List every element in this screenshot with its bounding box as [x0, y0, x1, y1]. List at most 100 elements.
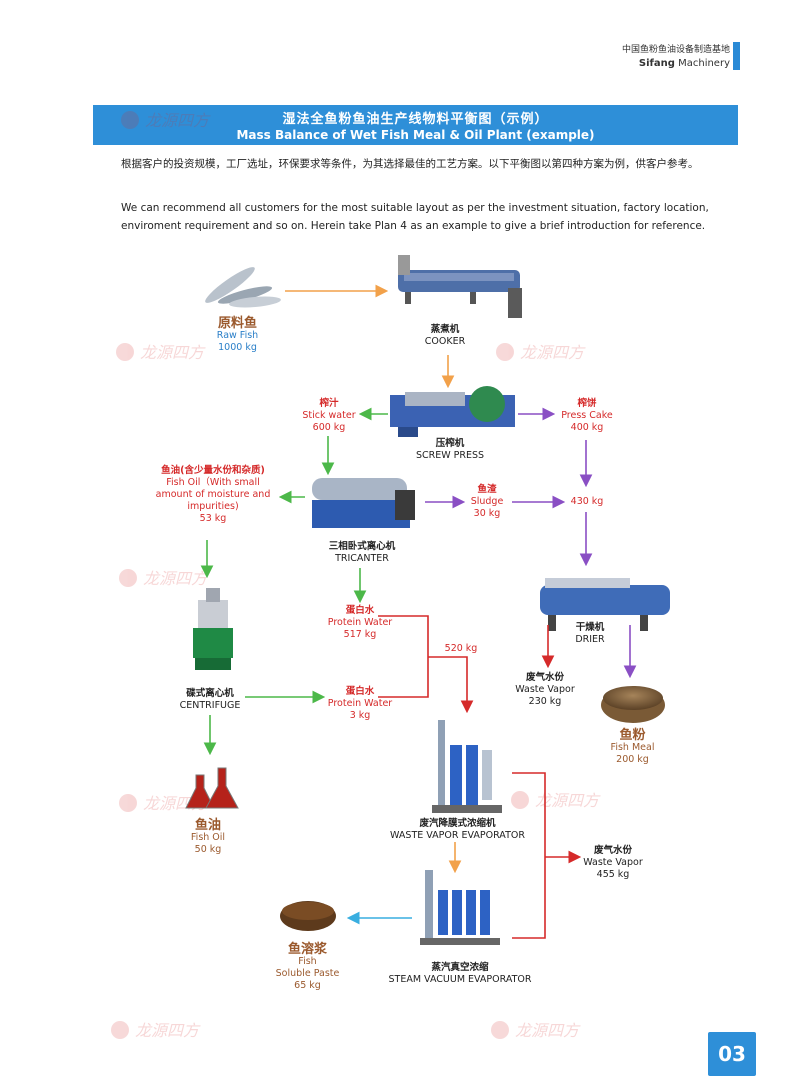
title-en: Mass Balance of Wet Fish Meal & Oil Plan… [236, 128, 595, 142]
watermark-text-2: 龙源四方 [140, 343, 206, 362]
fish-oil-crude-label: 鱼油(含少量水份和杂质) Fish Oil（With small amount … [148, 465, 278, 525]
stick-water-en: Stick water [302, 410, 356, 421]
stick-water-label: 榨汁 Stick water 600 kg [298, 398, 360, 434]
fish-meal-bowl-image [601, 686, 665, 723]
watermark-text-7: 龙源四方 [135, 1021, 201, 1040]
raw-fish-en: Raw Fish [216, 330, 259, 341]
tricanter-en: TRICANTER [335, 553, 389, 564]
arrow-520-to-evaporator [428, 656, 474, 714]
drier-cn: 干燥机 [575, 622, 605, 633]
waste-vapor-1-qty: 230 kg [528, 696, 562, 707]
protein-water-2-en: Protein Water [327, 698, 393, 709]
centrifuge-cn: 碟式离心机 [186, 688, 234, 699]
fish-oil-flasks-image [185, 767, 239, 809]
watermark-3: 龙源四方 [496, 343, 586, 362]
waste-vapor-2-label: 废气水份 Waste Vapor 455 kg [578, 845, 648, 881]
screw-press-image [390, 386, 515, 437]
centrifuge-en: CENTRIFUGE [179, 700, 241, 711]
stick-water-cn: 榨汁 [319, 398, 339, 409]
fish-oil-en: Fish Oil [190, 832, 226, 843]
cooker-en: COOKER [424, 336, 466, 347]
tricanter-cn: 三相卧式离心机 [328, 541, 396, 552]
waste-vapor-1-cn: 废气水份 [525, 672, 564, 683]
soluble-paste-en2: Soluble Paste [275, 968, 340, 979]
cooker-label: 蒸煮机 COOKER [405, 324, 485, 348]
evaporator-1-en: WASTE VAPOR EVAPORATOR [390, 830, 525, 841]
fish-meal-label: 鱼粉 Fish Meal 200 kg [600, 728, 665, 766]
press-cake-en: Press Cake [561, 410, 613, 421]
sum-520-label: 520 kg [444, 643, 478, 654]
waste-vapor-evaporator-image [432, 720, 502, 813]
protein-water-1-en: Protein Water [327, 617, 393, 628]
sludge-cn: 鱼渣 [477, 484, 497, 495]
fish-oil-crude-en3: impurities) [187, 501, 239, 512]
protein-water-1-qty: 517 kg [343, 629, 377, 640]
drier-label: 干燥机 DRIER [560, 622, 620, 646]
soluble-paste-qty: 65 kg [294, 980, 321, 991]
watermark-text-4: 龙源四方 [143, 569, 209, 588]
sludge-qty: 30 kg [473, 508, 501, 519]
intro-cn: 根据客户的投资规模，工厂选址，环保要求等条件，为其选择最佳的工艺方案。以下平衡图… [121, 158, 699, 170]
watermark-logos: 龙源四方 龙源四方 龙源四方 龙源四方 龙源四方 龙源四方 龙源四方 龙源四方 [111, 111, 601, 1040]
fish-oil-label: 鱼油 Fish Oil 50 kg [178, 818, 238, 856]
fish-meal-cn: 鱼粉 [619, 728, 646, 743]
sludge-label: 鱼渣 Sludge 30 kg [462, 484, 512, 520]
fish-oil-qty: 50 kg [194, 844, 222, 855]
fish-meal-qty: 200 kg [616, 754, 649, 765]
fish-oil-cn: 鱼油 [194, 818, 221, 833]
steam-vacuum-evaporator-label: 蒸汽真空浓缩 STEAM VACUUM EVAPORATOR [380, 962, 540, 986]
cooker-cn: 蒸煮机 [430, 324, 460, 335]
intro-en: We can recommend all customers for the m… [121, 202, 709, 232]
soluble-paste-label: 鱼溶浆 Fish Soluble Paste 65 kg [270, 942, 345, 992]
screw-press-en: SCREW PRESS [415, 450, 485, 461]
page-number: 03 [708, 1032, 756, 1076]
evaporator-2-en: STEAM VACUUM EVAPORATOR [388, 974, 532, 985]
steam-vacuum-evaporator-image [420, 870, 500, 945]
sum-430-label: 430 kg [570, 496, 604, 507]
title-banner: 湿法全鱼粉鱼油生产线物料平衡图（示例） Mass Balance of Wet … [93, 105, 738, 145]
raw-fish-label: 原料鱼 Raw Fish 1000 kg [200, 316, 275, 354]
waste-vapor-2-en: Waste Vapor [583, 857, 643, 868]
fish-oil-crude-cn: 鱼油(含少量水份和杂质) [161, 465, 265, 476]
soluble-paste-cn: 鱼溶浆 [287, 942, 327, 957]
screw-press-label: 压榨机 SCREW PRESS [405, 438, 495, 462]
watermark-text-3: 龙源四方 [520, 343, 586, 362]
fish-meal-en: Fish Meal [610, 742, 655, 753]
raw-fish-image [205, 267, 281, 308]
header-accent-bar [733, 42, 740, 70]
watermark-6: 龙源四方 [511, 791, 601, 810]
cooker-image [398, 255, 522, 318]
drier-image [540, 578, 670, 631]
tricanter-label: 三相卧式离心机 TRICANTER [312, 541, 412, 565]
fish-oil-crude-en1: Fish Oil（With small [166, 477, 260, 488]
watermark-text-8: 龙源四方 [515, 1021, 581, 1040]
tricanter-image [312, 478, 415, 528]
watermark-1: 龙源四方 [121, 111, 211, 130]
fish-oil-crude-qty: 53 kg [199, 513, 227, 524]
drier-en: DRIER [575, 634, 605, 645]
watermark-8: 龙源四方 [491, 1021, 581, 1040]
waste-vapor-1-label: 废气水份 Waste Vapor 230 kg [510, 672, 580, 708]
press-cake-cn: 榨饼 [577, 398, 597, 409]
raw-fish-qty: 1000 kg [218, 342, 257, 353]
watermark-text-6: 龙源四方 [535, 791, 601, 810]
waste-vapor-2-qty: 455 kg [596, 869, 630, 880]
protein-water-2-cn: 蛋白水 [345, 686, 375, 697]
watermark-7: 龙源四方 [111, 1021, 201, 1040]
waste-vapor-2-cn: 废气水份 [593, 845, 632, 856]
screw-press-cn: 压榨机 [435, 438, 465, 449]
title-cn: 湿法全鱼粉鱼油生产线物料平衡图（示例） [282, 112, 549, 127]
sludge-en: Sludge [470, 496, 504, 507]
soluble-paste-bowl-image [280, 901, 336, 931]
company-name-cn: 中国鱼粉鱼油设备制造基地 [621, 45, 730, 55]
press-cake-qty: 400 kg [570, 422, 604, 433]
soluble-paste-en1: Fish [298, 956, 317, 967]
watermark-4: 龙源四方 [119, 569, 209, 588]
evaporator-2-cn: 蒸汽真空浓缩 [431, 962, 489, 973]
centrifuge-label: 碟式离心机 CENTRIFUGE [170, 688, 250, 712]
fish-oil-crude-en2: amount of moisture and [155, 489, 271, 500]
company-name-rest: Machinery [674, 58, 730, 69]
company-name-bold: Sifang [638, 58, 675, 69]
raw-fish-cn: 原料鱼 [217, 316, 257, 331]
